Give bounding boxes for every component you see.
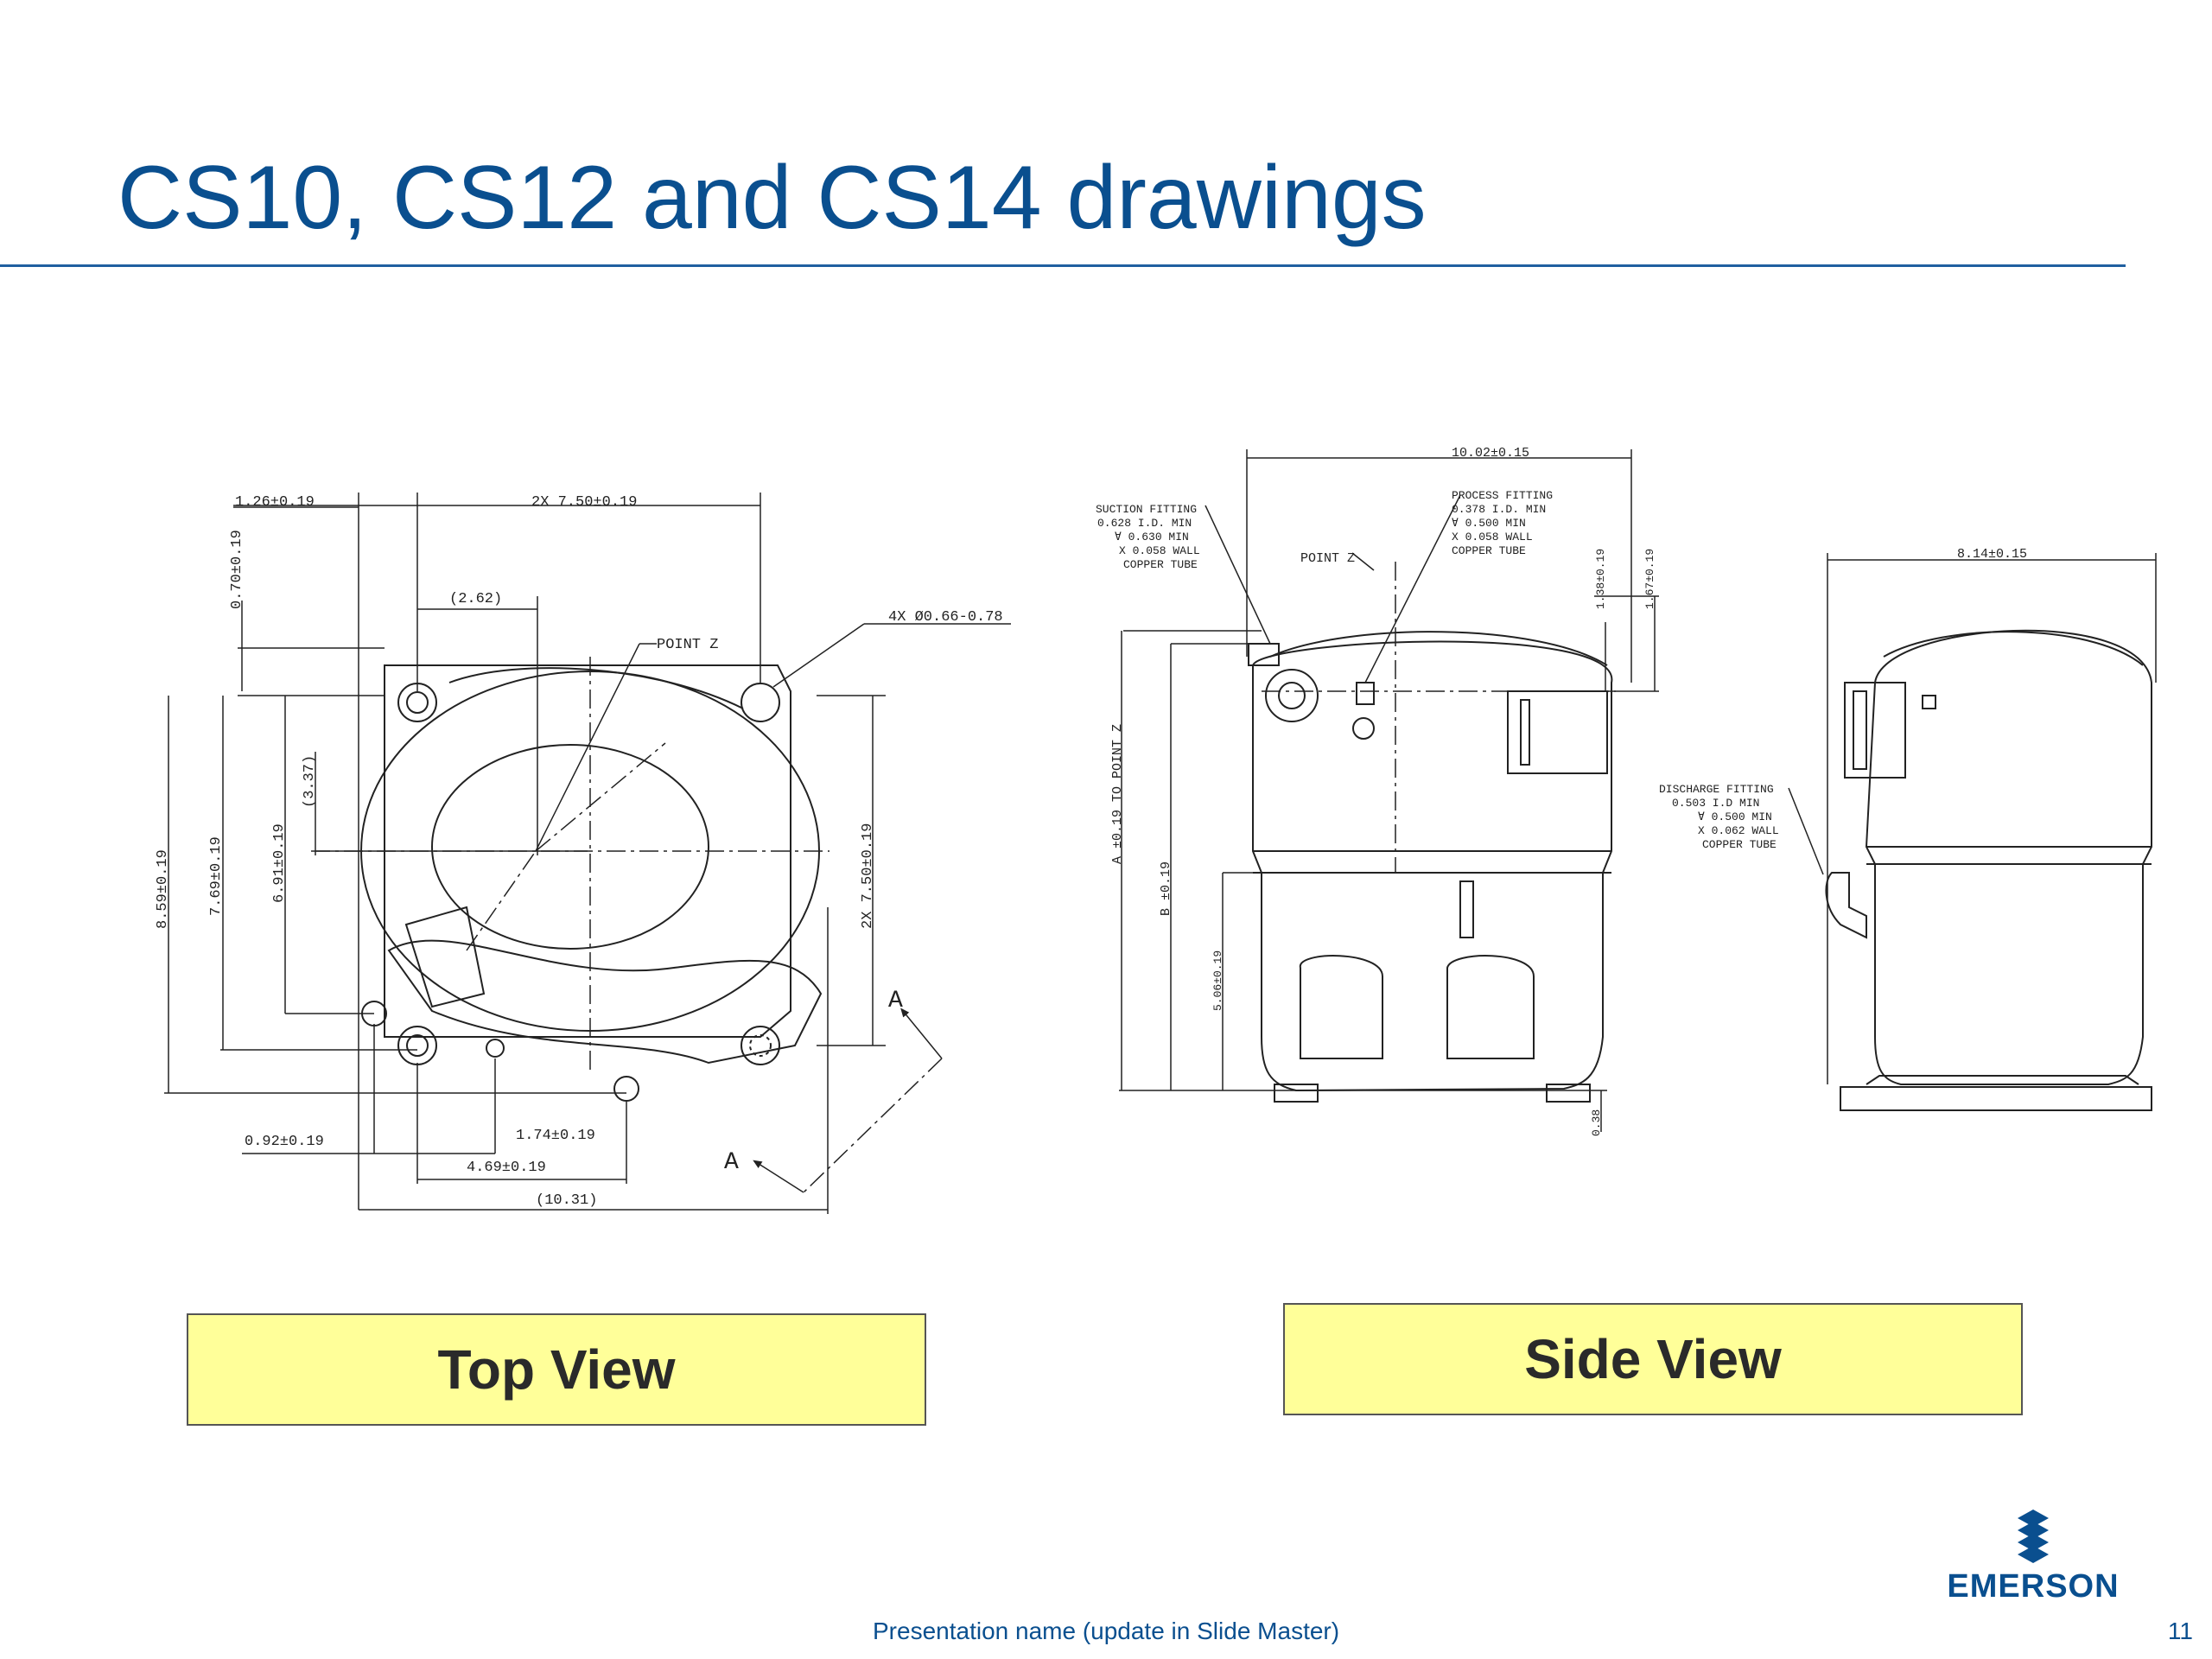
top-view-drawing [164,493,1011,1214]
dim-text: 1.26±0.19 [235,494,315,511]
discharge-fitting-spec: ∀ 0.500 MIN [1698,810,1772,823]
discharge-fitting-label: DISCHARGE FITTING [1659,783,1774,796]
top-view-dimensions: 1.26±0.19 2X 7.50±0.19 0.70±0.19 (2.62) … [155,494,1003,1209]
dim-text: 5.06±0.19 [1211,950,1224,1011]
dim-text: 0.92±0.19 [245,1134,324,1150]
point-z-label: POINT Z [657,637,718,653]
side-view-front-drawing [1119,449,1659,1132]
process-fitting-spec: ∀ 0.500 MIN [1452,517,1526,530]
dim-text: 10.02±0.15 [1452,446,1529,461]
dim-text: 2X 7.50±0.19 [860,823,876,929]
dim-text: B ±0.19 [1159,861,1173,916]
section-a-label: A [888,988,903,1014]
page-number: 11 [2167,1618,2193,1644]
dim-text: 4X Ø0.66-0.78 [888,609,1003,626]
dim-text: 8.14±0.15 [1957,547,2027,562]
dim-text: 1.38±0.19 [1594,549,1607,609]
title-rule [0,264,2126,267]
suction-fitting-spec: 0.628 I.D. MIN [1097,517,1192,530]
dim-text: (2.62) [449,591,502,607]
side-view-end-drawing [1788,553,2157,1111]
emerson-logo: EMERSON [1934,1508,2133,1605]
top-view-label: Top View [187,1313,926,1426]
dim-text: 2X 7.50±0.19 [531,494,637,511]
dim-text: 4.69±0.19 [467,1160,546,1176]
point-z-label: POINT Z [1300,551,1355,566]
dim-text: 0.70±0.19 [229,530,245,609]
discharge-fitting-spec: COPPER TUBE [1702,838,1777,851]
dim-text: A ±0.19 TO POINT Z [1110,724,1125,864]
dim-text: 0.38 [1590,1109,1603,1136]
suction-fitting-spec: X 0.058 WALL [1119,544,1200,557]
dim-text: 6.91±0.19 [271,823,288,903]
emerson-mark-icon [2018,1510,2049,1563]
process-fitting-label: PROCESS FITTING [1452,489,1553,502]
section-a-label: A [724,1149,739,1176]
dim-text: 7.69±0.19 [208,836,225,916]
dim-text: 1.67±0.19 [1643,549,1656,609]
side-view-label: Side View [1283,1303,2023,1415]
side-view-end-dimensions: 8.14±0.15 DISCHARGE FITTING 0.503 I.D MI… [1659,547,2027,851]
dim-text: 1.74±0.19 [516,1128,595,1144]
discharge-fitting-spec: X 0.062 WALL [1698,824,1779,837]
suction-fitting-label: SUCTION FITTING [1096,503,1197,516]
dim-text: 8.59±0.19 [155,849,171,929]
suction-fitting-spec: ∀ 0.630 MIN [1115,531,1189,543]
dim-text: (10.31) [536,1192,597,1209]
brand-name: EMERSON [1947,1568,2120,1605]
footer-text: Presentation name (update in Slide Maste… [873,1618,1340,1644]
process-fitting-spec: 0.378 I.D. MIN [1452,503,1546,516]
process-fitting-spec: X 0.058 WALL [1452,531,1533,543]
slide-title: CS10, CS12 and CS14 drawings [118,148,1427,248]
process-fitting-spec: COPPER TUBE [1452,544,1526,557]
discharge-fitting-spec: 0.503 I.D MIN [1672,797,1759,810]
suction-fitting-spec: COPPER TUBE [1123,558,1198,571]
dim-text: (3.37) [302,755,318,808]
side-view-front-dimensions: 10.02±0.15 SUCTION FITTING 0.628 I.D. MI… [1096,446,1656,1136]
